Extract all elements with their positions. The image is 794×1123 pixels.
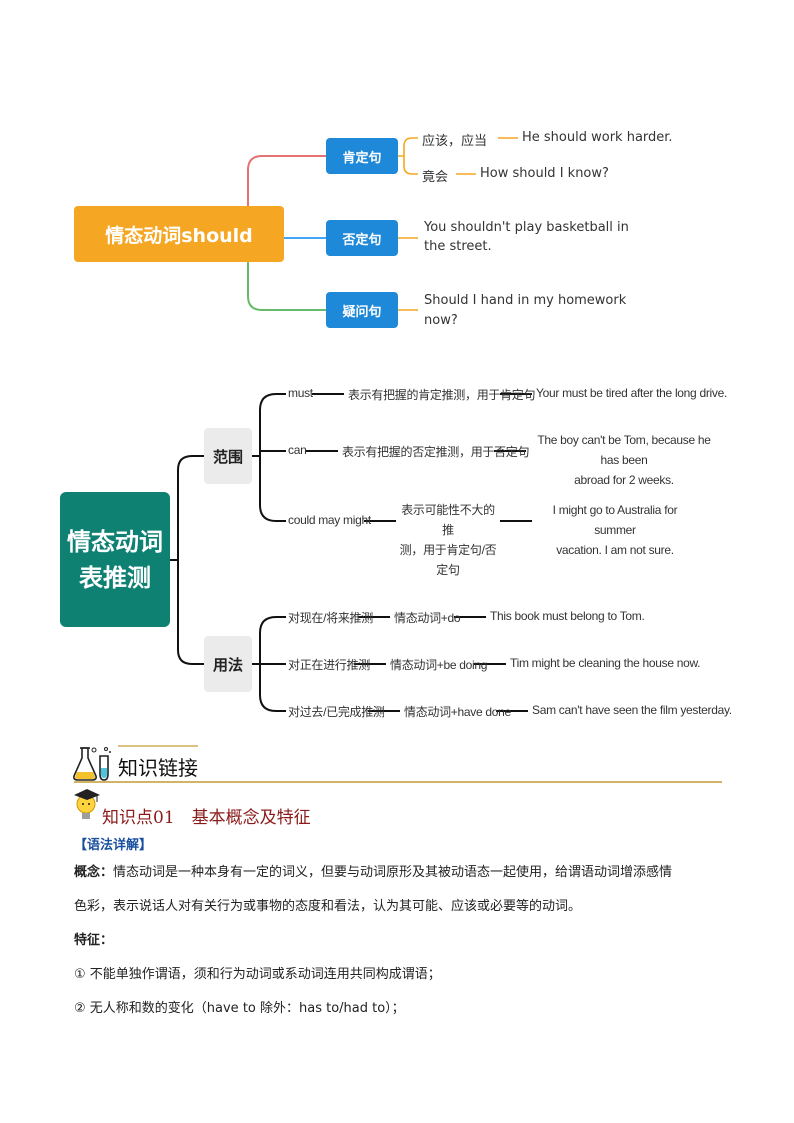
map1-question-example-line1: Should I hand in my homework [424,293,627,308]
map1-affirmative-key-1: 应该，应当 [422,134,488,149]
map2-scope-word-could: could may might [288,513,371,527]
knowledge-point-title: 知识点01 基本概念及特征 [102,808,311,828]
concept-label: 概念： [74,865,114,880]
map1-affirmative-example-1: He should work harder. [522,130,673,145]
map2-scope-example-could-line2: vacation. I am not sure. [556,543,674,557]
map2-usage-case-3: 对过去/已完成推测 [288,705,385,719]
map2-scope-example-can-line2: abroad for 2 weeks. [574,473,674,487]
map1-affirmative-example-2: How should I know? [480,166,609,181]
map1-question-example-line2: now? [424,313,458,328]
grammar-subheading: 【语法详解】 [74,838,153,853]
map2-scope-example-must: Your must be tired after the long drive. [536,386,728,400]
map2-scope-meaning-must: 表示有把握的肯定推测，用于肯定句 [348,388,536,402]
map2-scope-example-can: The boy can't be Tom, because he has bee… [528,430,720,490]
lab-flask-icon [73,747,111,781]
map1-negative-example-line2: the street. [424,239,492,254]
map2-root: 情态动词 表推测 [60,492,170,627]
map1-branch-question: 疑问句 [326,292,398,328]
map2-scope-word-must: must [288,386,313,400]
graduate-bulb-icon [74,789,100,819]
map1-negative-example-line1: You shouldn't play basketball in [424,220,629,235]
map2-usage-form-2: 情态动词+be doing [390,658,488,672]
map2-scope-meaning-could: 表示可能性不大的推 测，用于肯定句/否定句 [396,500,500,580]
map2-usage-form-1: 情态动词+do [394,611,461,625]
map2-usage-example-2: Tim might be cleaning the house now. [510,656,701,670]
features-label: 特征： [74,933,114,948]
section-title: 知识链接 [118,756,198,780]
feature-2: ② 无人称和数的变化（have to 除外：has to/had to）； [74,1001,405,1016]
map1-affirmative-key-2: 竟会 [422,170,449,185]
map2-scope-example-could-line1: I might go to Australia for summer [552,503,678,537]
map2-scope-word-can: can [288,443,307,457]
map1-branch-negative: 否定句 [326,220,398,256]
map2-usage-case-2: 对正在进行推测 [288,658,370,672]
map2-usage-case-1: 对现在/将来推测 [288,611,373,625]
map2-scope-meaning-could-line2: 测，用于肯定句/否定句 [399,543,497,577]
map2-usage-example-1: This book must belong to Tom. [490,609,645,623]
concept-text-1: 情态动词是一种本身有一定的词义，但要与动词原形及其被动语态一起使用，给谓语动词增… [113,865,673,880]
map2-scope-meaning-could-line1: 表示可能性不大的推 [401,503,495,537]
map1-root: 情态动词should [74,206,284,262]
map1-branch-affirmative: 肯定句 [326,138,398,174]
map2-usage-example-3: Sam can't have seen the film yesterday. [532,703,732,717]
map2-root-line2: 表推测 [79,563,151,592]
map2-root-line1: 情态动词 [67,527,163,556]
map2-usage-node: 用法 [204,636,252,692]
map2-scope-meaning-can: 表示有把握的否定推测，用于否定句 [342,445,530,459]
map2-usage-form-3: 情态动词+have done [404,705,511,719]
map2-scope-example-can-line1: The boy can't be Tom, because he has bee… [537,433,711,467]
feature-1: ① 不能单独作谓语，须和行为动词或系动词连用共同构成谓语； [74,967,441,982]
map2-scope-example-could: I might go to Australia for summer vacat… [532,500,698,560]
concept-text-2: 色彩，表示说话人对有关行为或事物的态度和看法，认为其可能、应该或必要等的动词。 [74,899,582,914]
map2-scope-node: 范围 [204,428,252,484]
concept-paragraph: 概念：情态动词是一种本身有一定的词义，但要与动词原形及其被动语态一起使用，给谓语… [74,856,724,1026]
